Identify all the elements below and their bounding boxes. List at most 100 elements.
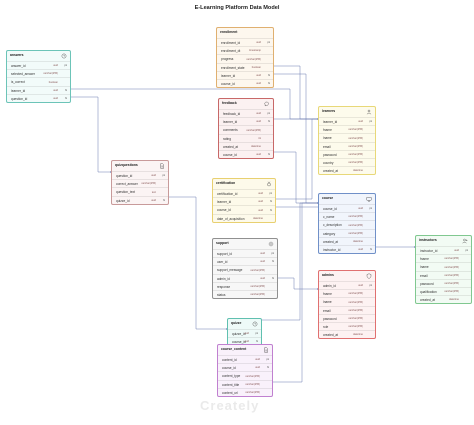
field-key: pk (267, 112, 270, 116)
field-type: varchar(255) (43, 72, 58, 76)
table-header: answers (7, 51, 70, 61)
field-name: c_description (323, 223, 342, 228)
field-type: varchar(255) (444, 265, 459, 269)
field-name: email (420, 273, 428, 278)
field-name: selected_answer (11, 72, 35, 77)
field-name: correct_answer (116, 182, 138, 187)
field-type: varchar(255) (348, 136, 363, 140)
field-key: fk (269, 208, 272, 212)
field-name: created_at (223, 144, 239, 149)
field-row[interactable]: selected_answer varchar(255) (7, 69, 70, 77)
field-type: varchar(255) (348, 308, 363, 312)
field-name: created_at (420, 298, 436, 303)
connector-feedback-course (274, 151, 318, 204)
field-key: fk (269, 200, 272, 204)
field-type: varchar(255) (246, 128, 261, 132)
field-name: learner_id (323, 120, 338, 124)
field-type: uuid (53, 64, 58, 68)
field-name: response (217, 284, 231, 289)
field-type: uuid (454, 249, 459, 253)
field-type: datetime (353, 239, 363, 243)
field-type: uuid (244, 332, 249, 336)
table-header: certification (213, 179, 275, 189)
